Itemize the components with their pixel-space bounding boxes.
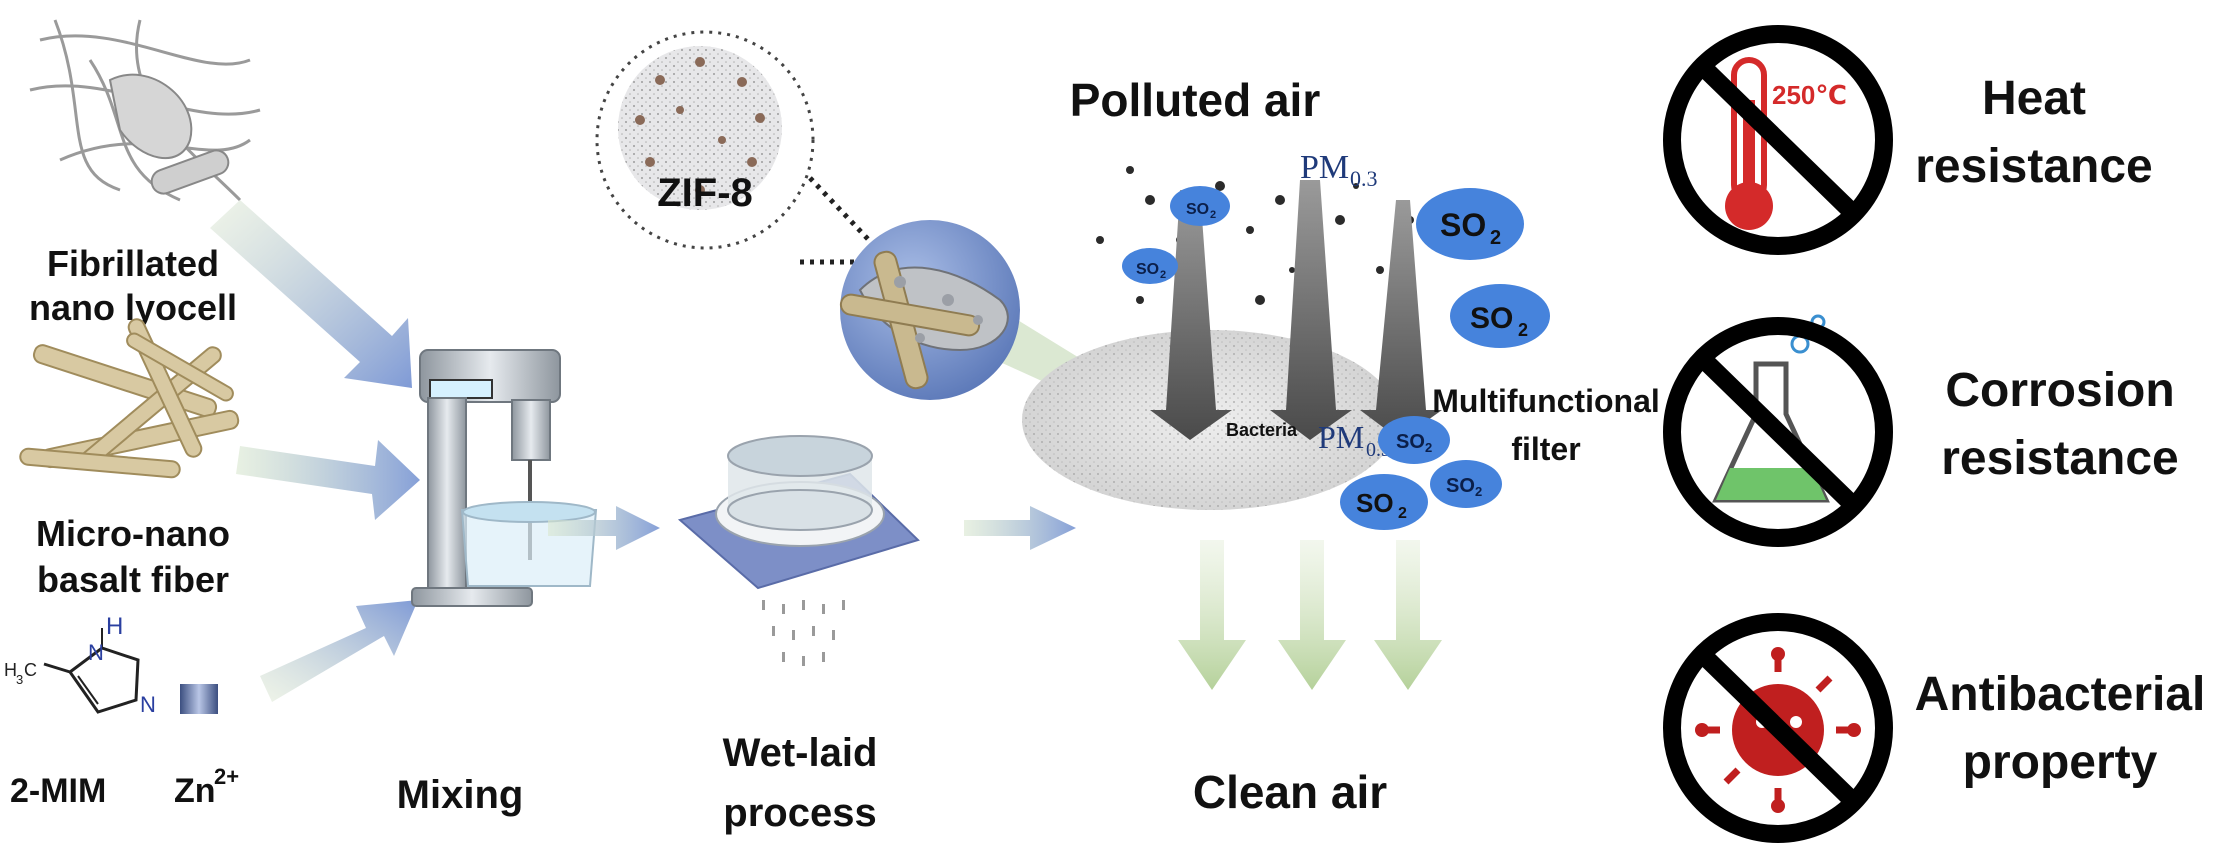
pm-top-sub: 0.3 [1350,166,1378,191]
so2-text: SO [1396,431,1425,453]
zn-charge: 2+ [214,764,239,789]
airflow-arrow-center [1270,180,1352,440]
clean-air-label: Clean air [1193,766,1387,818]
wet-laid-illustration [677,435,920,666]
corrosion-resistance-icon [1663,314,1893,547]
so2-text: SO [1470,302,1513,335]
so2-cloud-filter-2: SO 2 [1340,474,1428,530]
arrow-mixer-to-wetlaid [548,506,660,550]
so2-cloud-large-1: SO 2 [1416,188,1524,260]
so2-sub: 2 [1210,209,1216,221]
so2-sub: 2 [1518,320,1528,340]
heat-label-line2: resistance [1915,140,2153,193]
mim-label: 2-MIM [10,772,106,810]
heat-resistance-icon: 250℃ [1663,25,1893,255]
so2-sub: 2 [1475,484,1482,499]
polluted-air-label: Polluted air [1070,74,1321,126]
zif8-crystal-illustration [618,46,782,210]
so2-sub: 2 [1398,505,1407,522]
so2-text: SO [1446,475,1475,497]
mim-n-atom-top: N [88,640,104,665]
arrow-wetlaid-to-filter [964,506,1076,550]
pollutant-particles [1096,166,1414,305]
bacteria-label: Bacteria [1226,420,1298,440]
so2-text: SO [1440,207,1486,243]
multifunctional-label-line1: Multifunctional [1432,383,1660,419]
prohibition-slash-bacteria [1695,647,1861,809]
prohibition-slash-corrosion [1695,351,1861,513]
so2-cloud-small-2: SO 2 [1122,248,1178,284]
heat-label-line1: Heat [1982,72,2086,125]
fiber-knot-illustration [839,250,1009,390]
mim-n-atom-bottom: N [140,692,156,717]
mim-methyl-c: C [24,660,37,680]
zif8-pointer-diagonal [808,176,886,258]
mixing-label: Mixing [397,773,524,817]
antibacterial-icon [1663,613,1893,843]
mixer-illustration [411,349,598,607]
antibacterial-label-line2: property [1963,736,2158,789]
zinc-ion-block [180,684,218,714]
clean-air-arrow-left [1178,540,1246,690]
pm-bottom-main: PM [1318,419,1364,455]
corrosion-label-line2: resistance [1941,432,2179,485]
so2-text: SO [1186,201,1209,218]
so2-cloud-filter-3: SO 2 [1430,460,1502,508]
arrow-lyocell-to-mixer [210,200,412,388]
so2-cloud-small-1: SO 2 [1170,186,1230,226]
prohibition-ring-heat [1663,25,1893,255]
so2-sub: 2 [1425,440,1432,455]
so2-text: SO [1356,488,1394,518]
so2-sub: 2 [1160,269,1166,281]
prohibition-ring-bacteria [1663,613,1893,843]
wetlaid-label-line2: process [723,791,876,835]
mim-h-atom: H [106,613,123,640]
basalt-label-line2: basalt fiber [37,559,229,600]
pm-top-main: PM [1300,149,1349,186]
airflow-arrow-right [1360,200,1442,440]
arrow-mim-to-mixer [260,600,418,702]
fibrillated-label-line1: Fibrillated [47,243,219,284]
corrosion-label-line1: Corrosion [1945,364,2174,417]
antibacterial-label-line1: Antibacterial [1915,668,2206,721]
wetlaid-label-line1: Wet-laid [723,731,878,775]
clean-air-arrow-center [1278,540,1346,690]
2-mim-structure: H N N H 3 C [4,613,156,717]
so2-cloud-filter-1: SO 2 [1378,416,1450,464]
so2-sub: 2 [1490,227,1501,249]
lyocell-fiber-illustration [29,19,261,202]
airflow-arrow-left [1150,190,1232,440]
prohibition-slash-heat [1695,59,1861,221]
so2-text: SO [1136,261,1159,278]
basalt-label-line1: Micro-nano [36,513,230,554]
clean-air-arrow-right [1374,540,1442,690]
zif8-label: ZIF-8 [657,171,753,215]
zn-label: Zn [174,772,216,810]
so2-cloud-large-2: SO 2 [1450,284,1550,348]
multifunctional-label-line2: filter [1511,431,1580,467]
prohibition-ring-corrosion [1663,317,1893,547]
basalt-fiber-illustration [19,318,240,479]
pm-label-top: PM 0.3 [1300,149,1378,191]
mim-methyl-h: H [4,660,17,680]
mim-methyl-sub: 3 [16,672,23,687]
arrow-basalt-to-mixer [236,440,420,520]
heat-temp-label: 250℃ [1772,80,1847,110]
